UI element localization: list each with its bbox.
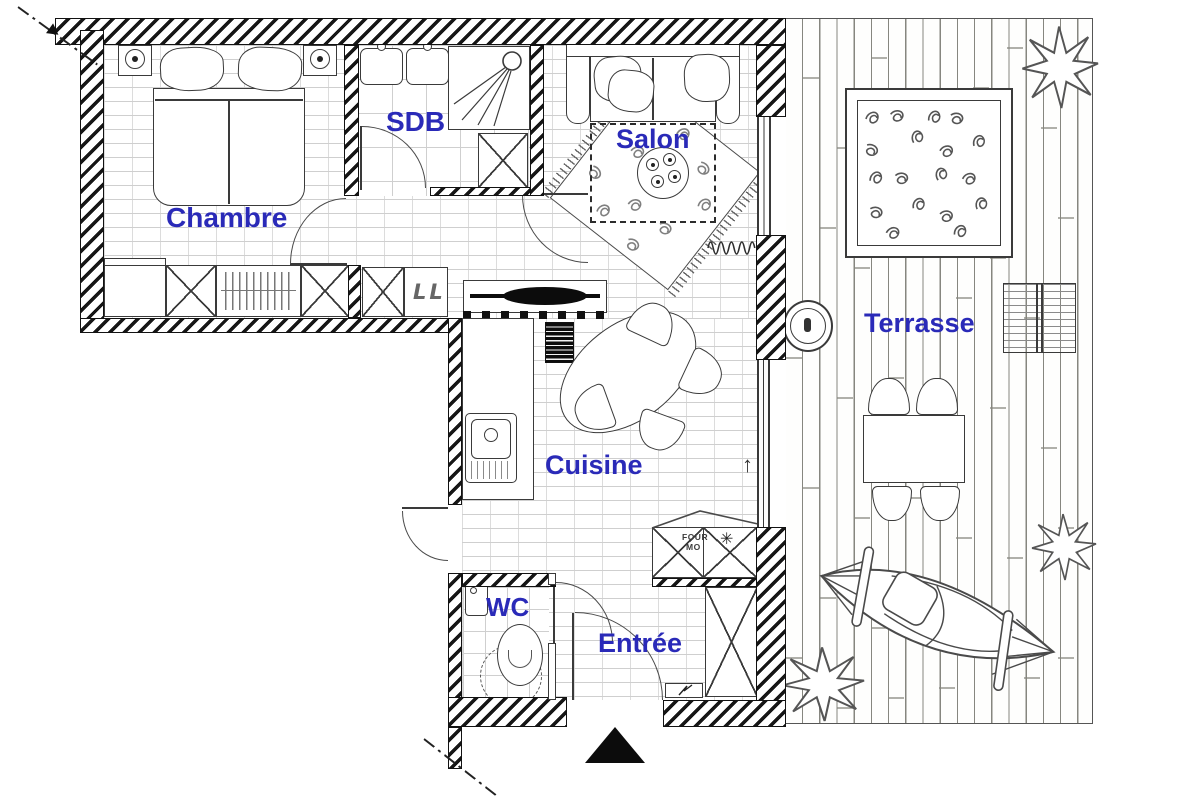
bed-pillow <box>237 45 303 93</box>
wall-bathroom-right <box>530 45 544 196</box>
wall-bottom-right <box>663 700 786 727</box>
sofa-cushion <box>606 68 656 114</box>
kitchen-terrace-window <box>757 360 770 527</box>
counter-base-squares <box>463 311 607 319</box>
cup-dot <box>651 163 655 167</box>
entree-closet <box>705 587 758 697</box>
room-label-entree: Entrée <box>598 628 683 658</box>
planter-foliage-scribbles <box>862 107 990 240</box>
microwave-label: MO <box>686 542 701 552</box>
wall-under-oven <box>652 578 757 587</box>
bathroom-duct <box>478 133 528 188</box>
bed-fold-line <box>155 99 303 101</box>
stove-icon <box>545 322 574 363</box>
wall-bathroom-bottom <box>430 187 532 196</box>
hammock <box>790 507 1084 728</box>
terrace-planter-inner <box>857 100 1001 246</box>
wc-sink <box>465 582 488 616</box>
cup-dot <box>656 180 660 184</box>
salon-door-leaf <box>522 193 588 195</box>
wall-kitchen-left-upper <box>448 318 462 505</box>
wall-bedroom-bathroom <box>344 45 359 196</box>
wardrobe-hanging <box>216 265 301 317</box>
entrance-arrow-icon <box>585 727 645 763</box>
lamp-right-dot <box>317 56 323 62</box>
crate-divider-2 <box>1041 283 1043 353</box>
wc-partition-bottom <box>548 643 556 700</box>
room-label-salon: Salon <box>616 124 690 154</box>
wall-top <box>55 18 786 45</box>
washing-machine-label: LL <box>413 280 446 304</box>
room-label-sdb: SDB <box>386 106 446 137</box>
wall-bottom-left <box>448 697 567 727</box>
wall-wc-top <box>462 573 556 587</box>
hall-closet-crossed <box>362 267 404 317</box>
oven-label: FOUR <box>682 532 709 542</box>
sink-drain-icon <box>484 428 498 442</box>
wc-door-leaf <box>553 582 555 643</box>
bathroom-door-leaf <box>360 126 362 190</box>
wall-right-middle <box>756 235 786 360</box>
oven-cabinet <box>652 527 704 578</box>
room-label-chambre: Chambre <box>166 202 288 233</box>
wall-bedroom-bottom <box>80 318 462 333</box>
wardrobe-crossed <box>301 265 349 317</box>
direction-arrow: ↑ <box>742 452 753 477</box>
wall-pier-wardrobe <box>348 265 361 318</box>
sofa-cushion <box>682 52 732 104</box>
shower-head-icon <box>453 51 522 127</box>
bed-center-line <box>228 101 230 204</box>
room-label-cuisine: Cuisine <box>545 450 643 480</box>
cabinet-open-doors-lines <box>651 510 759 529</box>
toilet-seat <box>508 650 532 668</box>
bathroom-sink <box>406 48 449 85</box>
wall-right-upper <box>756 45 786 117</box>
room-label-terrasse: Terrasse <box>864 308 975 338</box>
lamp-left-dot <box>132 56 138 62</box>
entrance-door-leaf <box>572 613 575 700</box>
ceiling-dashed-outline <box>590 123 716 223</box>
service-door-leaf <box>402 507 448 509</box>
wall-left <box>80 30 104 333</box>
plant-star-top-icon <box>1021 25 1100 110</box>
hotplate-star: ✳ <box>720 531 734 548</box>
bed-pillow <box>158 45 226 93</box>
room-label-wc: WC <box>486 592 530 622</box>
bathroom-sink <box>360 48 403 85</box>
hanging-rail <box>221 290 296 292</box>
salon-terrace-window <box>757 117 771 235</box>
sofa-armrest-left <box>566 56 590 124</box>
service-door-swing <box>402 511 448 561</box>
wc-partition-top <box>548 573 556 585</box>
lightning-icon <box>678 684 693 696</box>
cup-dot <box>673 175 677 179</box>
terrace-door-handle-dot <box>804 318 811 332</box>
sink-drainboard <box>471 461 511 479</box>
plant-star-middle-icon <box>1031 513 1097 581</box>
cup-dot <box>668 158 672 162</box>
hotplate-icon <box>470 287 600 305</box>
crate-divider <box>1036 283 1038 353</box>
wardrobe-plain <box>104 265 166 317</box>
sink-basin <box>471 419 511 459</box>
terrace-table <box>863 415 965 483</box>
wall-right-lower <box>756 527 786 727</box>
radiator-icon <box>707 241 756 255</box>
wardrobe-crossed <box>166 265 216 317</box>
washing-machine: LL <box>404 267 448 317</box>
terrace-slatted-crate <box>1003 283 1076 353</box>
wc-faucet-icon <box>470 587 477 594</box>
